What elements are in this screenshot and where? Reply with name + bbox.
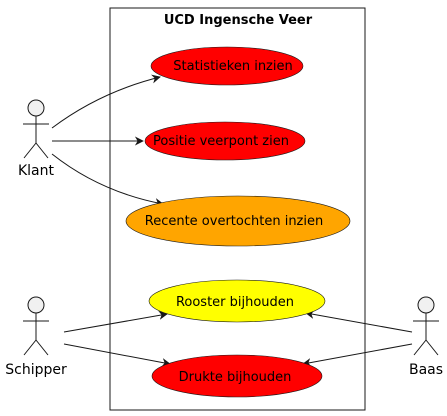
actor-label: Schipper — [5, 362, 67, 378]
association-klant-recente — [51, 153, 164, 207]
use-case-label: Rooster bijhouden — [176, 295, 294, 310]
use-case-ellipse — [150, 46, 304, 86]
use-case-ellipse — [144, 121, 306, 161]
use-case-ellipse — [125, 195, 351, 247]
system-title: UCD Ingensche Veer — [164, 13, 313, 28]
association-baas-rooster — [305, 309, 413, 333]
actor-klant: Klant — [18, 99, 55, 179]
actor-baas: Baas — [409, 296, 443, 378]
actor-schipper: Schipper — [5, 296, 67, 378]
stick-figure-icon — [413, 296, 439, 356]
use-case-recente-overtochten-inzien: Recente overtochten inzien — [125, 195, 351, 247]
use-case-drukte-bijhouden: Drukte bijhouden — [151, 354, 323, 398]
use-case-label: Recente overtochten inzien — [145, 214, 323, 229]
use-case-statistieken-inzien: Statistieken inzien — [150, 46, 304, 86]
system-boundary — [109, 7, 366, 411]
use-case-label: Drukte bijhouden — [179, 370, 292, 385]
association-schipper-rooster — [63, 310, 168, 333]
actor-label: Klant — [18, 163, 55, 179]
use-case-label: Positie veerpont zien — [153, 134, 289, 149]
use-case-ellipse — [151, 354, 323, 398]
use-case-rooster-bijhouden: Rooster bijhouden — [148, 279, 326, 323]
use-case-label: Statistieken inzien — [173, 59, 292, 74]
stick-figure-icon — [23, 99, 49, 159]
association-schipper-drukte — [63, 343, 171, 367]
use-case-ellipse — [148, 279, 326, 323]
association-baas-drukte — [302, 343, 413, 367]
stick-figure-icon — [23, 296, 49, 356]
association-klant-statistieken — [51, 74, 161, 129]
associations — [51, 74, 413, 367]
actor-label: Baas — [409, 362, 443, 378]
use-case-positie-veerpont-zien: Positie veerpont zien — [144, 121, 306, 161]
